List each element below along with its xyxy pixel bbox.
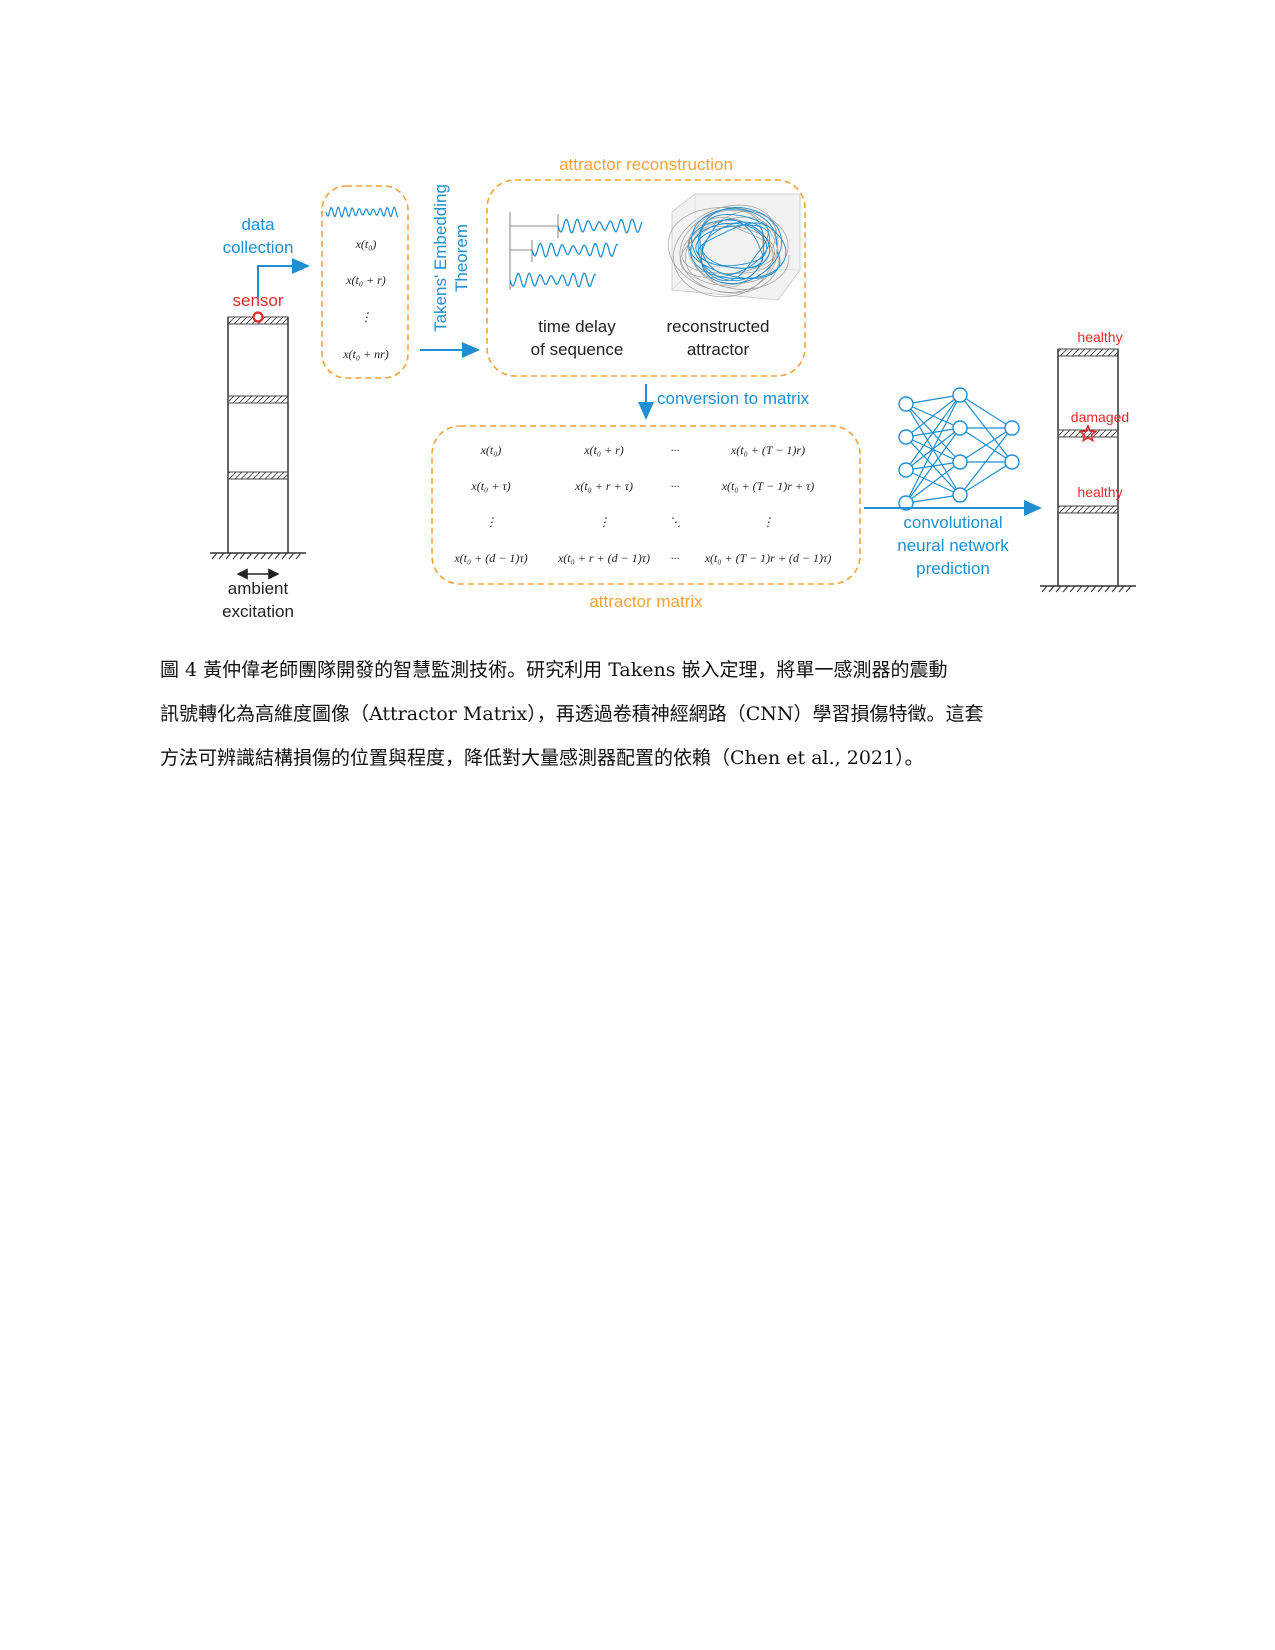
- takens-line1: Takens' Embedding: [431, 184, 450, 332]
- sensor-label: sensor: [232, 291, 283, 310]
- sequence-item-3: x(t₀ + nr): [342, 347, 389, 361]
- nn-node: [952, 487, 968, 503]
- matrix-cell: x(t₀ + (d − 1)τ): [453, 551, 527, 565]
- caption-line-2: 訊號轉化為高維度圖像（Attractor Matrix），再透過卷積神經網路（C…: [160, 703, 984, 725]
- matrix-cell: x(t₀ + (T − 1)r + τ): [721, 479, 815, 493]
- nn-edge: [905, 394, 961, 405]
- matrix-box: [431, 425, 861, 585]
- matrix-cell: ···: [671, 551, 680, 565]
- caption-line-1: 圖 4 黃仲偉老師團隊開發的智慧監測技術。研究利用 Takens 嵌入定理，將單…: [160, 659, 948, 681]
- reconstruction-box: [486, 179, 806, 377]
- matrix-row-2: ⋮ ⋮ ⋱ ⋮: [485, 515, 774, 529]
- nn-edge: [959, 461, 1013, 496]
- sensor-marker: [252, 311, 264, 323]
- nn-node: [952, 454, 968, 470]
- right-building: [1040, 348, 1136, 593]
- figure-caption: 圖 4 黃仲偉老師團隊開發的智慧監測技術。研究利用 Takens 嵌入定理，將單…: [160, 648, 1120, 780]
- attractor-3d-plot: [667, 193, 801, 301]
- ambient-line2: excitation: [222, 602, 294, 621]
- takens-line2: Theorem: [452, 224, 471, 292]
- delay-label-line2: of sequence: [531, 340, 624, 359]
- cnn-line3: prediction: [916, 559, 990, 578]
- data-collection-line1: data: [241, 215, 275, 234]
- healthy-top-label: healthy: [1077, 329, 1122, 345]
- delay-wave-3: [509, 272, 597, 288]
- ground-hatch: [1041, 585, 1132, 593]
- nn-node: [898, 462, 914, 478]
- neural-network-edges: [905, 394, 1013, 504]
- ground-hatch: [211, 552, 302, 560]
- nn-edge: [905, 394, 961, 438]
- matrix-row-0: x(t₀) x(t₀ + r) ··· x(t₀ + (T − 1)r): [480, 443, 805, 457]
- delay-wave-2: [531, 242, 619, 258]
- reconstruction-title: attractor reconstruction: [559, 155, 733, 174]
- cnn-line2: neural network: [897, 536, 1009, 555]
- matrix-cell: x(t₀ + τ): [470, 479, 510, 493]
- delay-label-line1: time delay: [538, 317, 616, 336]
- delay-wave-1: [557, 218, 643, 234]
- matrix-cell: x(t₀ + r + (d − 1)τ): [557, 551, 650, 565]
- matrix-cell: x(t₀ + (T − 1)r): [730, 443, 805, 457]
- damage-star-icon: [1078, 423, 1098, 443]
- sequence-item-1: x(t₀ + r): [345, 273, 386, 287]
- conversion-label: conversion to matrix: [657, 389, 810, 408]
- nn-edge: [959, 427, 1013, 496]
- nn-node: [1004, 454, 1020, 470]
- healthy-bottom-label: healthy: [1077, 484, 1122, 500]
- ambient-line1: ambient: [228, 579, 289, 598]
- nn-edge: [905, 461, 961, 504]
- time-delay-plot: [509, 212, 559, 290]
- sequence-item-2: ⋮: [360, 310, 372, 324]
- nn-edge: [959, 427, 1013, 463]
- nn-node: [898, 429, 914, 445]
- matrix-title: attractor matrix: [589, 592, 703, 611]
- matrix-cell: ···: [671, 443, 680, 457]
- left-building: [210, 311, 306, 560]
- nn-edge: [905, 494, 961, 504]
- matrix-cell: x(t₀): [480, 443, 502, 457]
- matrix-cell: ⋮: [598, 515, 610, 529]
- sequence-wave: [325, 206, 399, 218]
- matrix-cell: ⋮: [485, 515, 497, 529]
- sequence-box: [321, 185, 409, 379]
- nn-edge: [905, 394, 961, 504]
- data-collection-line2: collection: [223, 238, 294, 257]
- caption-line-3: 方法可辨識結構損傷的位置與程度，降低對大量感測器配置的依賴（Chen et al…: [160, 747, 924, 769]
- neural-network-icon: [898, 387, 1020, 511]
- sequence-item-0: x(t₀): [355, 237, 377, 251]
- matrix-cell: x(t₀ + r): [583, 443, 624, 457]
- matrix-cell: x(t₀ + r + τ): [574, 479, 633, 493]
- data-collection-arrow: [257, 258, 310, 298]
- nn-node: [898, 495, 914, 511]
- recon-label-line1: reconstructed: [667, 317, 770, 336]
- nn-edge: [959, 394, 1013, 429]
- recon-label-line2: attractor: [687, 340, 750, 359]
- nn-edge: [905, 394, 961, 471]
- nn-node: [898, 396, 914, 412]
- matrix-cell: ⋱: [669, 515, 681, 529]
- matrix-row-1: x(t₀ + τ) x(t₀ + r + τ) ··· x(t₀ + (T − …: [470, 479, 814, 493]
- nn-edge: [905, 427, 961, 504]
- nn-node: [1004, 420, 1020, 436]
- cnn-line1: convolutional: [903, 513, 1002, 532]
- matrix-cell: x(t₀ + (T − 1)r + (d − 1)τ): [704, 551, 832, 565]
- nn-node: [952, 420, 968, 436]
- matrix-cell: ⋮: [762, 515, 774, 529]
- matrix-cell: ···: [671, 479, 680, 493]
- framework-diagram: data collection sensor ambient excitatio…: [210, 155, 1136, 621]
- nn-node: [952, 387, 968, 403]
- matrix-row-3: x(t₀ + (d − 1)τ) x(t₀ + r + (d − 1)τ) ··…: [453, 551, 831, 565]
- damaged-label: damaged: [1071, 409, 1129, 425]
